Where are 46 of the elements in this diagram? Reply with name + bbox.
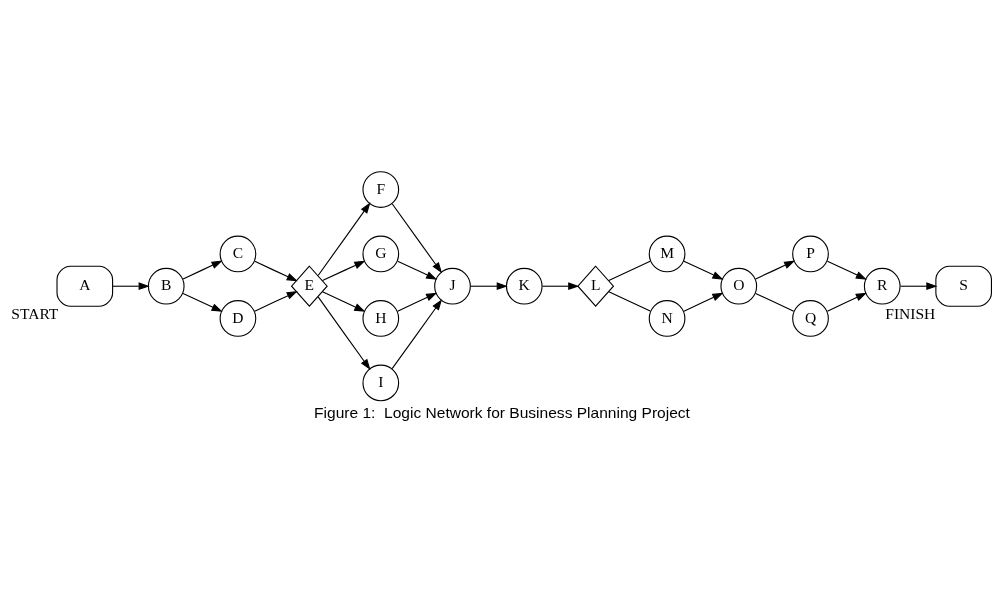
arrow <box>391 203 443 274</box>
arrow <box>755 260 796 280</box>
node-box: A <box>56 265 114 307</box>
node-label: START <box>11 304 59 322</box>
node-circle: R <box>863 267 901 305</box>
node-circle: D <box>219 300 257 337</box>
connector <box>755 293 795 312</box>
arrow <box>317 202 371 277</box>
node-diamond: L <box>577 265 615 308</box>
arrow <box>322 291 366 312</box>
caption: Figure 1: Logic Network for Business Planning Project <box>314 403 690 421</box>
arrow <box>322 260 366 282</box>
connector <box>608 260 651 282</box>
node-circle: C <box>219 235 257 273</box>
node-circle: G <box>362 235 400 273</box>
node-circle: B <box>147 267 185 305</box>
connector <box>608 291 651 312</box>
arrow <box>391 299 443 370</box>
arrow <box>397 292 438 312</box>
node-circle: O <box>720 267 758 305</box>
arrow <box>826 292 867 312</box>
node-circle: P <box>792 235 829 273</box>
arrow <box>182 260 223 280</box>
arrow <box>899 282 938 291</box>
node-circle: N <box>648 300 686 337</box>
arrow <box>826 260 867 280</box>
arrow <box>397 260 438 280</box>
node-circle: M <box>648 235 686 273</box>
node-circle: J <box>434 267 471 305</box>
arrow <box>317 296 371 371</box>
arrow <box>182 293 223 312</box>
node-diamond: E <box>290 265 328 308</box>
node-circle: F <box>362 171 400 208</box>
node-box: S <box>935 265 992 307</box>
arrow <box>254 260 298 282</box>
arrow <box>683 260 724 280</box>
node-label: FINISH <box>885 304 936 322</box>
arrow <box>112 282 150 291</box>
arrow <box>470 282 508 291</box>
arrow <box>254 291 298 312</box>
node-circle: Q <box>792 300 829 337</box>
node-circle: K <box>505 267 543 305</box>
arrow <box>683 292 724 312</box>
node-circle: H <box>362 300 400 337</box>
node-circle: I <box>362 364 400 402</box>
arrow <box>541 282 580 291</box>
